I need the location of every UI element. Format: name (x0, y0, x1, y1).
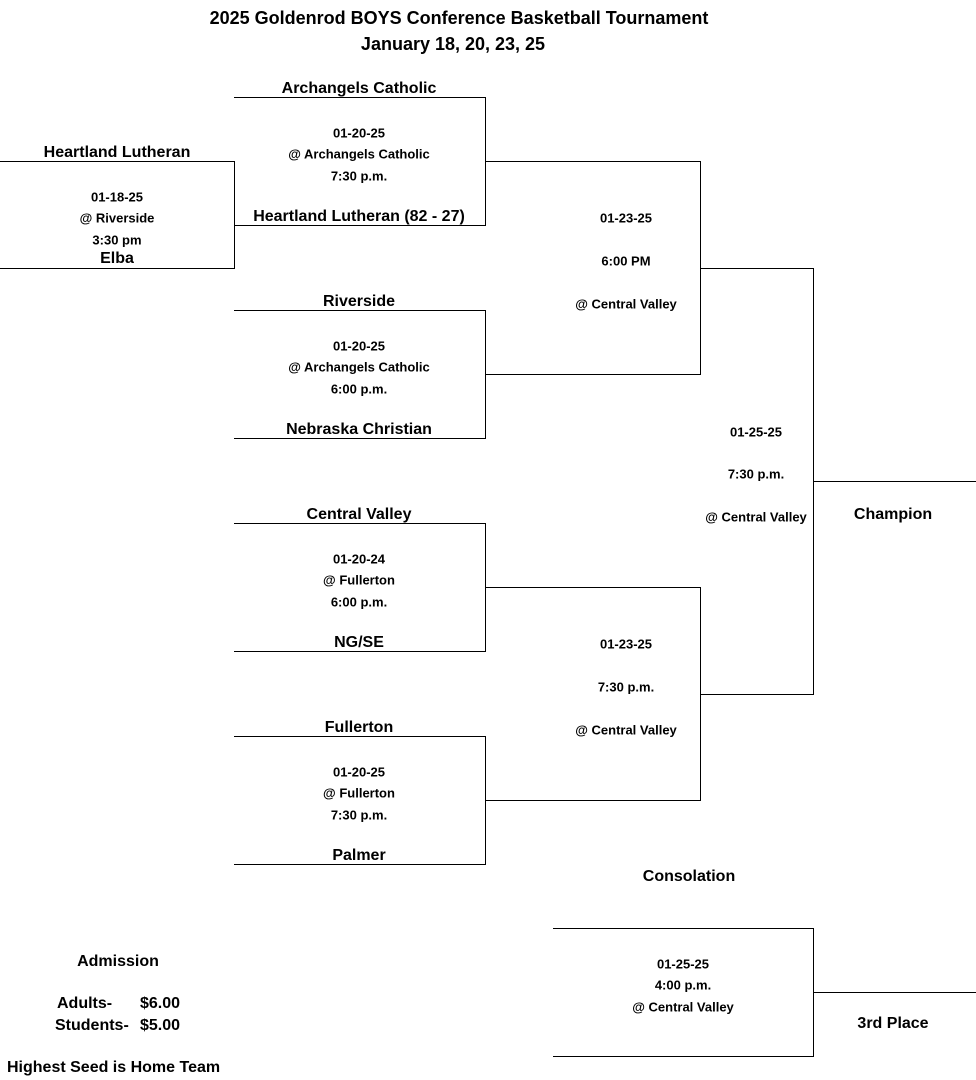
play-in-location: @ Riverside (79, 210, 155, 226)
bracket-line (700, 268, 814, 269)
bracket-line (700, 694, 814, 695)
final-date: 01-25-25 (729, 424, 783, 440)
qf3-location: @ Fullerton (323, 572, 395, 588)
bracket-line (485, 374, 701, 375)
play-in-team-top: Heartland Lutheran (43, 144, 191, 161)
sf1-time: 6:00 PM (601, 253, 651, 269)
play-in-date: 01-18-25 (90, 189, 144, 205)
qf1-team-bottom: Heartland Lutheran (82 - 27) (253, 208, 465, 225)
consolation-time: 4:00 p.m. (654, 977, 712, 993)
consolation-heading: Consolation (642, 868, 736, 885)
qf2-team-top: Riverside (322, 293, 396, 310)
qf4-team-bottom: Palmer (332, 847, 386, 864)
sf2-date: 01-23-25 (599, 636, 653, 652)
qf2-location: @ Archangels Catholic (288, 359, 430, 375)
qf4-date: 01-20-25 (332, 764, 386, 780)
students-label: Students- (55, 1017, 129, 1034)
qf1-time: 7:30 p.m. (330, 168, 388, 184)
sf2-location: @ Central Valley (575, 722, 677, 738)
qf1-date: 01-20-25 (332, 125, 386, 141)
champion-label: Champion (853, 506, 933, 523)
qf4-time: 7:30 p.m. (330, 807, 388, 823)
adults-price: $6.00 (140, 995, 181, 1012)
bracket-line (553, 1056, 814, 1057)
qf2-date: 01-20-25 (332, 338, 386, 354)
page-title: 2025 Goldenrod BOYS Conference Basketbal… (209, 8, 709, 28)
third-place-line (813, 992, 976, 993)
qf3-date: 01-20-24 (332, 551, 386, 567)
third-place-label: 3rd Place (857, 1015, 929, 1032)
bracket-line (234, 523, 486, 524)
bracket-line (234, 225, 486, 226)
bracket-line (234, 97, 486, 98)
qf4-team-top: Fullerton (324, 719, 394, 736)
bracket-line (234, 864, 486, 865)
bracket-line (234, 651, 486, 652)
champion-line (813, 481, 976, 482)
admission-heading: Admission (77, 953, 159, 970)
bracket-line (234, 736, 486, 737)
sf1-location: @ Central Valley (575, 296, 677, 312)
bracket-line (485, 800, 701, 801)
page-subtitle-dates: January 18, 20, 23, 25 (360, 34, 546, 54)
bracket-line (0, 161, 235, 162)
qf1-location: @ Archangels Catholic (288, 146, 430, 162)
footer-note: Highest Seed is Home Team (7, 1059, 221, 1076)
bracket-line (0, 268, 235, 269)
bracket-line (234, 310, 486, 311)
bracket-line (553, 928, 814, 929)
consolation-date: 01-25-25 (656, 956, 710, 972)
qf2-team-bottom: Nebraska Christian (286, 421, 432, 438)
play-in-team-bottom: Elba (100, 250, 134, 267)
play-in-time: 3:30 pm (92, 232, 142, 248)
sf1-date: 01-23-25 (599, 210, 653, 226)
sf2-time: 7:30 p.m. (597, 679, 655, 695)
qf3-team-top: Central Valley (306, 506, 412, 523)
students-price: $5.00 (140, 1017, 181, 1034)
final-time: 7:30 p.m. (727, 466, 785, 482)
bracket-line (485, 161, 701, 162)
bracket-line (485, 587, 701, 588)
bracket-line (234, 161, 235, 269)
adults-label: Adults- (57, 995, 113, 1012)
qf2-time: 6:00 p.m. (330, 381, 388, 397)
consolation-location: @ Central Valley (632, 999, 734, 1015)
qf4-location: @ Fullerton (323, 785, 395, 801)
qf3-time: 6:00 p.m. (330, 594, 388, 610)
final-location: @ Central Valley (705, 509, 807, 525)
qf1-team-top: Archangels Catholic (281, 80, 437, 97)
qf3-team-bottom: NG/SE (334, 634, 384, 651)
bracket-line (234, 438, 486, 439)
